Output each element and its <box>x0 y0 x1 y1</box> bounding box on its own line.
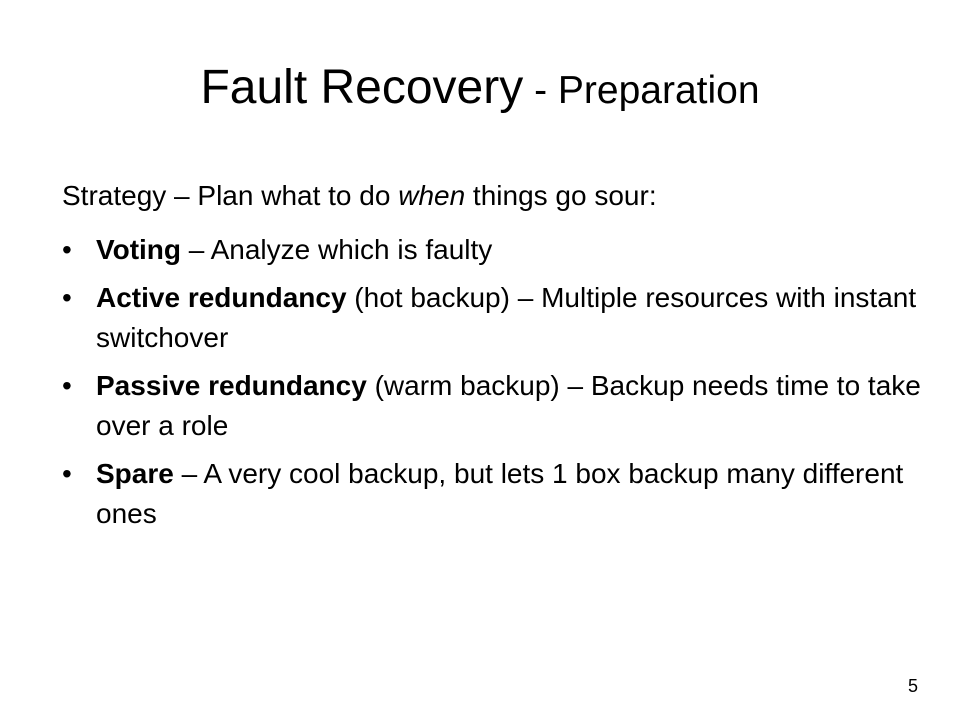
bullet-dot-icon: • <box>62 458 72 489</box>
bullet-voting: • Voting – Analyze which is faulty <box>62 230 922 270</box>
bullet-active-redundancy: • Active redundancy (hot backup) – Multi… <box>62 278 922 358</box>
strategy-intro-prefix: Strategy – Plan what to do <box>62 180 399 211</box>
slide-title: Fault Recovery - Preparation <box>0 58 960 121</box>
bullet-term: Voting <box>96 234 182 265</box>
bullet-term: Spare <box>96 458 174 489</box>
bullet-dot-icon: • <box>62 234 72 265</box>
strategy-intro-suffix: things go sour: <box>465 180 657 211</box>
page-number: 5 <box>907 676 918 696</box>
strategy-intro-emphasis: when <box>398 180 466 211</box>
bullet-dot-icon: • <box>62 282 72 313</box>
bullet-text: (hot backup) – Multiple resources with i… <box>96 282 917 353</box>
bullet-passive-redundancy: • Passive redundancy (warm backup) – Bac… <box>62 366 922 446</box>
bullet-list: • Voting – Analyze which is faulty • Act… <box>62 230 922 542</box>
bullet-text: – A very cool backup, but lets 1 box bac… <box>96 458 904 529</box>
bullet-text: (warm backup) – Backup needs time to tak… <box>96 370 921 441</box>
slide-title-sub: - Preparation <box>523 69 760 112</box>
strategy-intro: Strategy – Plan what to do when things g… <box>62 176 657 216</box>
slide-title-main: Fault Recovery <box>200 61 524 114</box>
bullet-term: Active redundancy <box>96 282 347 313</box>
bullet-text: – Analyze which is faulty <box>181 234 493 265</box>
bullet-term: Passive redundancy <box>96 370 367 401</box>
bullet-dot-icon: • <box>62 370 72 401</box>
bullet-spare: • Spare – A very cool backup, but lets 1… <box>62 454 922 534</box>
